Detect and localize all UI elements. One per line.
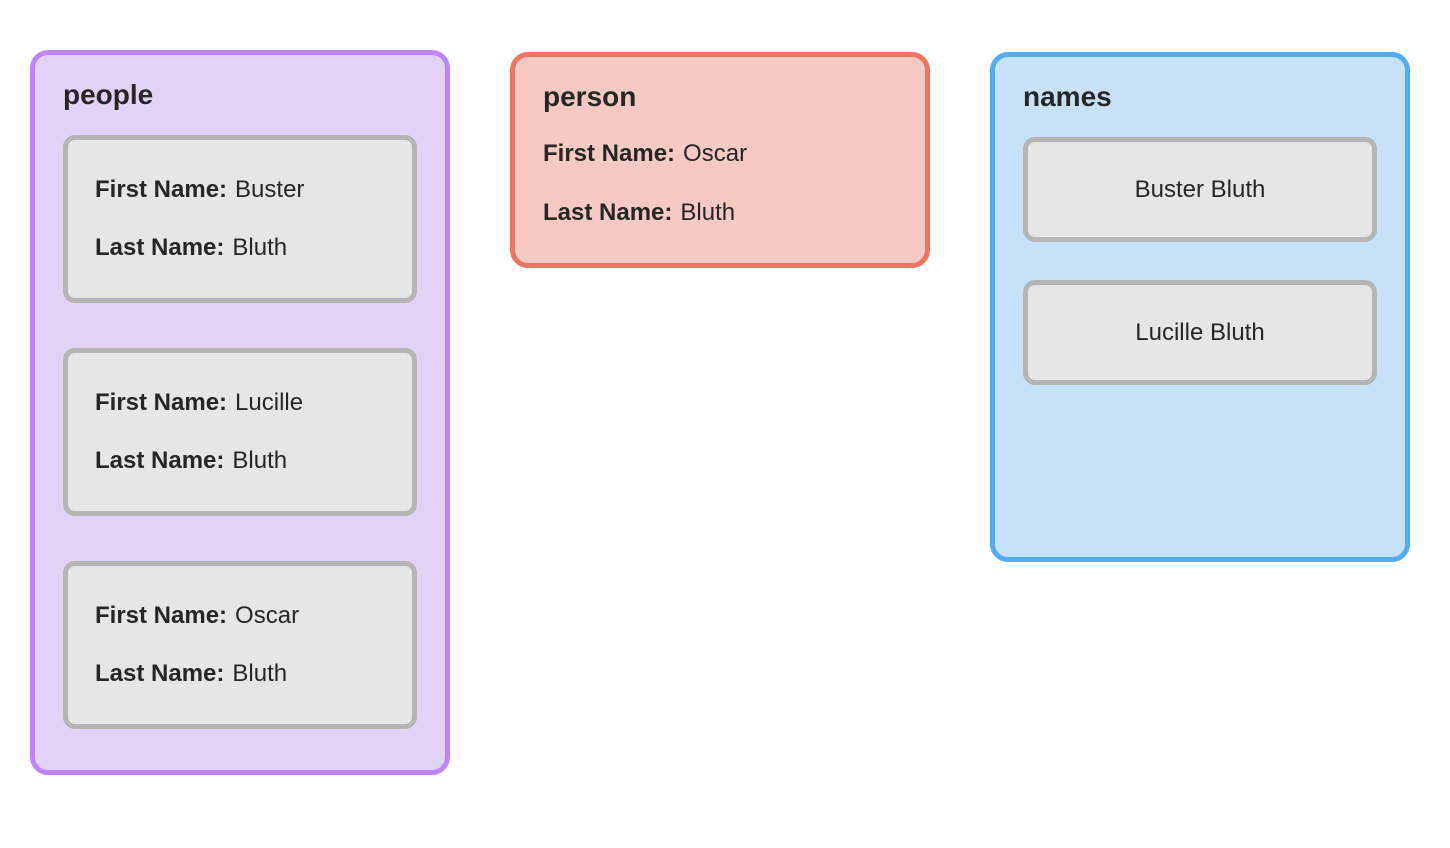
- last-name-line: Last Name: Bluth: [95, 231, 385, 265]
- last-name-line: Last Name: Bluth: [95, 657, 385, 691]
- first-name-value: Oscar: [235, 602, 300, 629]
- people-panel: people First Name: Buster Last Name: Bluth…: [30, 50, 450, 775]
- first-name-line: First Name: Lucille: [95, 386, 385, 420]
- last-name-value: Bluth: [232, 660, 288, 687]
- person-panel-title: person: [543, 81, 637, 112]
- person-panel: person First Name: Oscar Last Name: Bluth: [510, 52, 930, 268]
- last-name-label: Last Name:: [95, 660, 225, 687]
- person-record-card: First Name: Oscar Last Name: Bluth: [63, 561, 417, 729]
- name-card: Buster Bluth: [1023, 137, 1377, 242]
- first-name-label: First Name:: [95, 389, 228, 416]
- name-card: Lucille Bluth: [1023, 280, 1377, 385]
- first-name-line: First Name: Buster: [95, 173, 385, 207]
- names-panel-title: names: [1023, 81, 1112, 112]
- last-name-line: Last Name: Bluth: [543, 196, 897, 230]
- person-record-card: First Name: Buster Last Name: Bluth: [63, 135, 417, 303]
- first-name-label: First Name:: [95, 176, 228, 203]
- first-name-value: Oscar: [683, 140, 748, 167]
- last-name-line: Last Name: Bluth: [95, 444, 385, 478]
- first-name-value: Lucille: [235, 389, 304, 416]
- person-record-card: First Name: Lucille Last Name: Bluth: [63, 348, 417, 516]
- last-name-label: Last Name:: [543, 199, 673, 226]
- people-panel-title: people: [63, 79, 154, 110]
- first-name-label: First Name:: [95, 602, 228, 629]
- last-name-value: Bluth: [680, 199, 736, 226]
- first-name-line: First Name: Oscar: [95, 599, 385, 633]
- last-name-value: Bluth: [232, 234, 288, 261]
- last-name-label: Last Name:: [95, 447, 225, 474]
- names-panel: names Buster Bluth Lucille Bluth: [990, 52, 1410, 562]
- last-name-value: Bluth: [232, 447, 288, 474]
- first-name-value: Buster: [235, 176, 305, 203]
- first-name-label: First Name:: [543, 140, 676, 167]
- full-name-value: Buster Bluth: [1134, 175, 1266, 203]
- last-name-label: Last Name:: [95, 234, 225, 261]
- first-name-line: First Name: Oscar: [543, 137, 897, 171]
- full-name-value: Lucille Bluth: [1135, 318, 1265, 346]
